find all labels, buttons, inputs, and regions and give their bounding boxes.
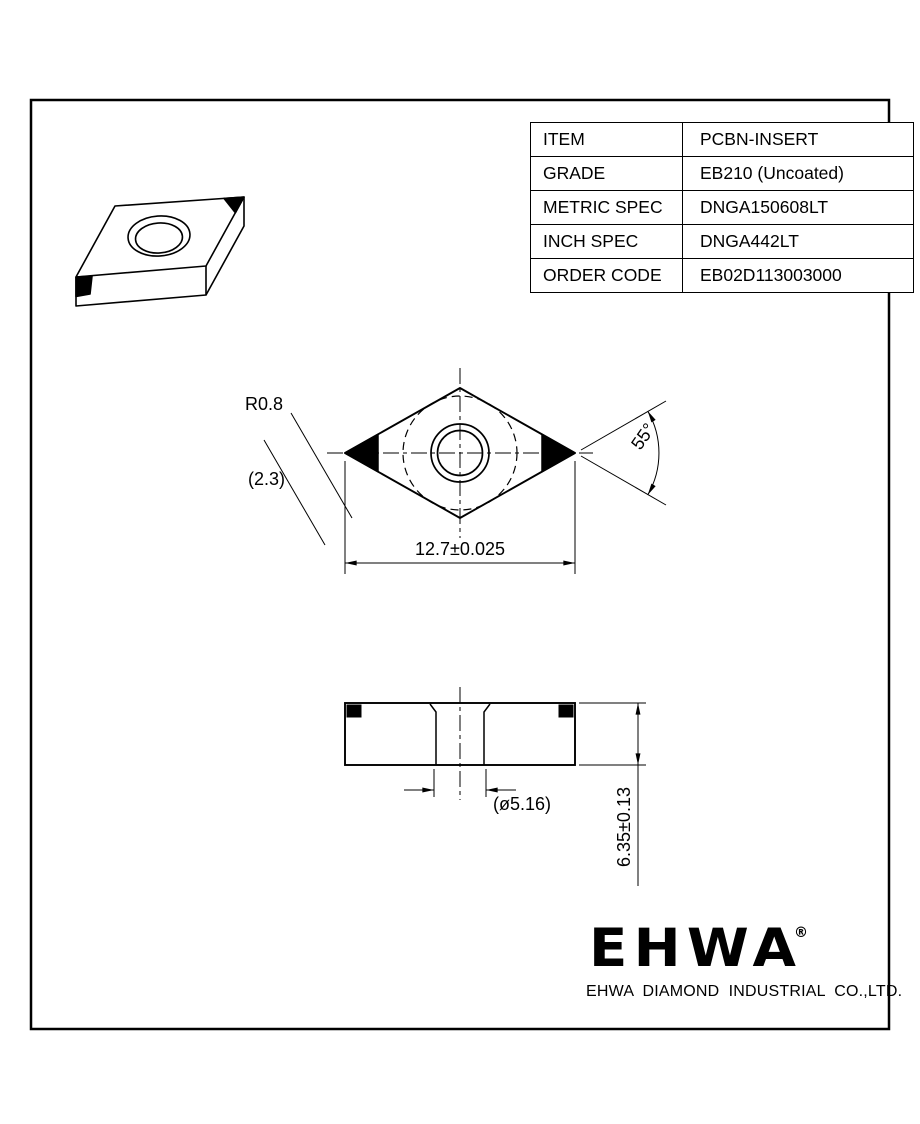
spec-label-grade: GRADE xyxy=(530,156,683,191)
spec-value-metric-spec: DNGA150608LT xyxy=(682,190,914,225)
insert-outline-side xyxy=(344,702,576,766)
cbn-tip-right xyxy=(541,433,576,473)
angle-line-lower xyxy=(580,455,667,506)
tip-size-label: (2.3) xyxy=(248,469,285,489)
spec-label-item: ITEM xyxy=(530,122,683,157)
drawing-frame xyxy=(29,98,891,1031)
iso-cbn-tip-right xyxy=(223,196,245,214)
iso-hole-inner xyxy=(134,222,184,254)
spec-row-grade: GRADE EB210 (Uncoated) xyxy=(530,156,914,191)
spec-value-inch-spec: DNGA442LT xyxy=(682,224,914,259)
spec-label-order-code: ORDER CODE xyxy=(530,258,683,293)
iso-cbn-tip-left xyxy=(75,275,93,298)
cbn-tip-left xyxy=(344,433,379,473)
cbn-tip-side-left xyxy=(346,704,362,718)
spec-row-metric-spec: METRIC SPEC DNGA150608LT xyxy=(530,190,914,225)
spec-value-order-code: EB02D113003000 xyxy=(682,258,914,293)
isometric-view xyxy=(75,196,245,307)
angle-line-upper xyxy=(580,400,667,451)
iso-hole-outer xyxy=(127,215,191,257)
inscribed-circle xyxy=(402,395,518,511)
angle-arc xyxy=(647,410,660,496)
iso-right-wall xyxy=(205,197,245,296)
spec-value-grade: EB210 (Uncoated) xyxy=(682,156,914,191)
spec-row-order-code: ORDER CODE EB02D113003000 xyxy=(530,258,914,293)
side-view: (ø5.16) 6.35±0.13 xyxy=(344,687,646,886)
radius-leader-line xyxy=(290,412,353,519)
hole-wall-left xyxy=(429,703,437,765)
spec-label-metric-spec: METRIC SPEC xyxy=(530,190,683,225)
ehwa-logo: EHWA xyxy=(589,917,803,979)
spec-table: ITEM PCBN-INSERT GRADE EB210 (Uncoated) … xyxy=(530,122,914,293)
hole-diameter-label: (ø5.16) xyxy=(493,794,551,814)
hole-outer-circle xyxy=(430,423,490,483)
logo-block: EHWA xyxy=(589,920,796,978)
corner-radius-label: R0.8 xyxy=(245,394,283,414)
spec-row-inch-spec: INCH SPEC DNGA442LT xyxy=(530,224,914,259)
iso-top-face xyxy=(75,196,245,278)
thickness-label: 6.35±0.13 xyxy=(614,787,634,867)
company-name: EHWA DIAMOND INDUSTRIAL CO.,LTD. xyxy=(586,983,903,1000)
hole-inner-circle xyxy=(436,429,484,477)
width-dimension-label: 12.7±0.025 xyxy=(415,539,505,559)
tip-extension-line xyxy=(263,439,326,546)
spec-row-item: ITEM PCBN-INSERT xyxy=(530,122,914,157)
registered-trademark-icon: ® xyxy=(794,925,808,941)
spec-label-inch-spec: INCH SPEC xyxy=(530,224,683,259)
hole-wall-right xyxy=(483,703,491,765)
top-view: R0.8 (2.3) 55° 12.7±0.025 xyxy=(245,368,667,574)
spec-value-item: PCBN-INSERT xyxy=(682,122,914,157)
cbn-tip-side-right xyxy=(558,704,574,718)
